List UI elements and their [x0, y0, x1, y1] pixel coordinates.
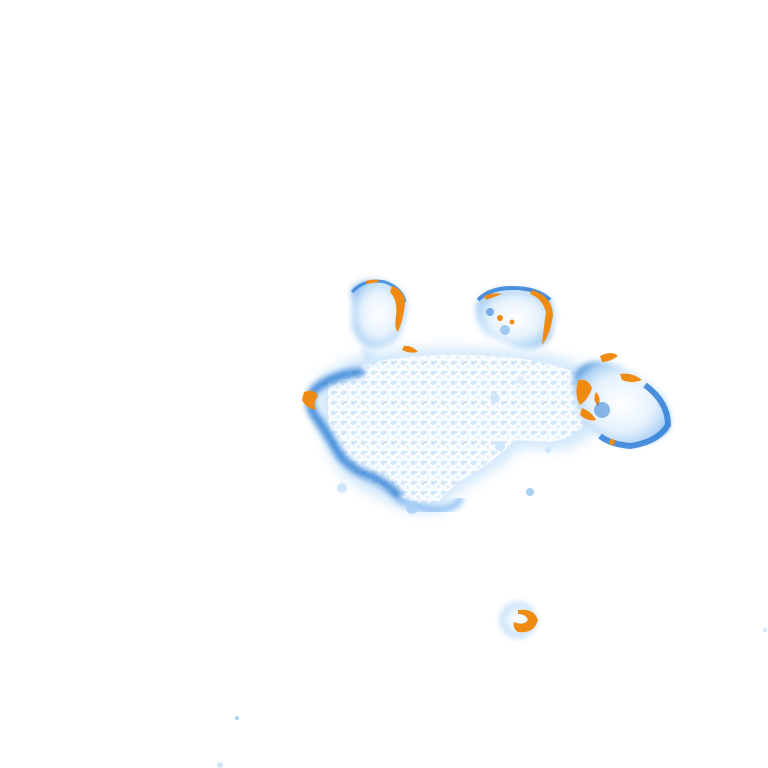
top-middle-blob	[475, 285, 555, 349]
stray-speck	[235, 716, 239, 720]
orange-highlight	[513, 609, 538, 633]
bottom-blob	[500, 602, 538, 638]
stray-speck	[763, 628, 767, 632]
orange-highlight	[576, 379, 592, 405]
top-left-blob	[350, 279, 418, 366]
stray-speck	[217, 762, 223, 768]
main-body-region	[305, 347, 600, 514]
orange-highlight	[530, 290, 553, 345]
orange-highlight	[390, 286, 405, 332]
left-edge-highlight	[302, 390, 318, 410]
right-blob	[573, 353, 672, 450]
